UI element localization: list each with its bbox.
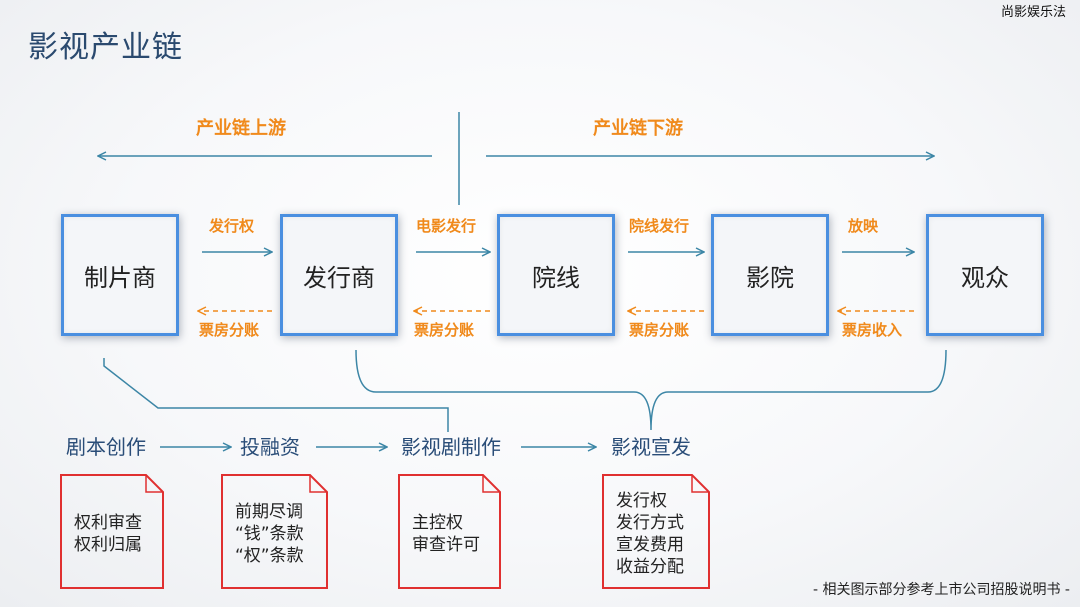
card-frame-1 xyxy=(60,474,164,589)
card-financing: 前期尽调 “钱”条款 “权”条款 xyxy=(223,475,326,587)
footer-note: - 相关图示部分参考上市公司招股说明书 - xyxy=(812,582,1070,598)
card-line: 权利归属 xyxy=(74,535,142,555)
brand-label: 尚影娱乐法 xyxy=(1000,5,1066,20)
card-frame-1-fold xyxy=(145,475,163,493)
card-frame-2 xyxy=(221,474,328,589)
reverse-label-2: 票房分账 xyxy=(414,321,475,339)
node-audience: 观众 xyxy=(926,214,1044,336)
edge-label-3: 院线发行 xyxy=(629,217,690,235)
node-label: 发行商 xyxy=(303,263,375,292)
card-frame-3 xyxy=(398,474,501,589)
reverse-label-3: 票房分账 xyxy=(629,321,690,339)
card-line: 前期尽调 xyxy=(235,502,303,522)
stage-production: 影视剧制作 xyxy=(401,435,501,459)
card-frame-4 xyxy=(602,474,710,589)
card-marketing: 发行权 发行方式 宣发费用 收益分配 xyxy=(604,475,708,587)
card-frame-2-fold xyxy=(309,475,327,493)
card-line: 宣发费用 xyxy=(616,535,684,555)
node-producer: 制片商 xyxy=(61,214,179,336)
stage-financing: 投融资 xyxy=(240,435,300,459)
downstream-label: 产业链下游 xyxy=(593,118,683,139)
card-frame-3-fold xyxy=(482,475,500,493)
bracket-distribution xyxy=(355,349,947,431)
node-cinema: 影院 xyxy=(711,214,829,336)
node-label: 制片商 xyxy=(84,263,156,292)
card-line: “钱”条款 xyxy=(235,524,304,544)
card-line: 发行权 xyxy=(616,491,667,511)
stage-marketing: 影视宣发 xyxy=(611,435,691,459)
node-label: 影院 xyxy=(746,263,794,292)
card-line: 发行方式 xyxy=(616,513,684,533)
node-label: 院线 xyxy=(532,263,580,292)
reverse-label-4: 票房收入 xyxy=(842,321,903,339)
upstream-label: 产业链上游 xyxy=(196,118,286,139)
card-line: 收益分配 xyxy=(616,557,684,577)
edge-label-4: 放映 xyxy=(848,217,879,235)
node-cinema-chain: 院线 xyxy=(497,214,615,336)
page-title: 影视产业链 xyxy=(28,30,183,65)
connector-producer xyxy=(103,358,449,432)
node-distributor: 发行商 xyxy=(280,214,398,336)
card-production: 主控权 审查许可 xyxy=(400,475,499,587)
card-script: 权利审查 权利归属 xyxy=(62,475,162,587)
card-frame-4-fold xyxy=(691,475,709,493)
edge-label-2: 电影发行 xyxy=(416,217,477,235)
card-line: “权”条款 xyxy=(235,546,304,566)
stage-script: 剧本创作 xyxy=(66,435,146,459)
edge-label-1: 发行权 xyxy=(209,217,255,235)
node-label: 观众 xyxy=(961,263,1009,292)
card-line: 主控权 xyxy=(412,513,463,533)
reverse-label-1: 票房分账 xyxy=(199,321,260,339)
card-line: 权利审查 xyxy=(74,513,142,533)
card-line: 审查许可 xyxy=(412,535,480,555)
